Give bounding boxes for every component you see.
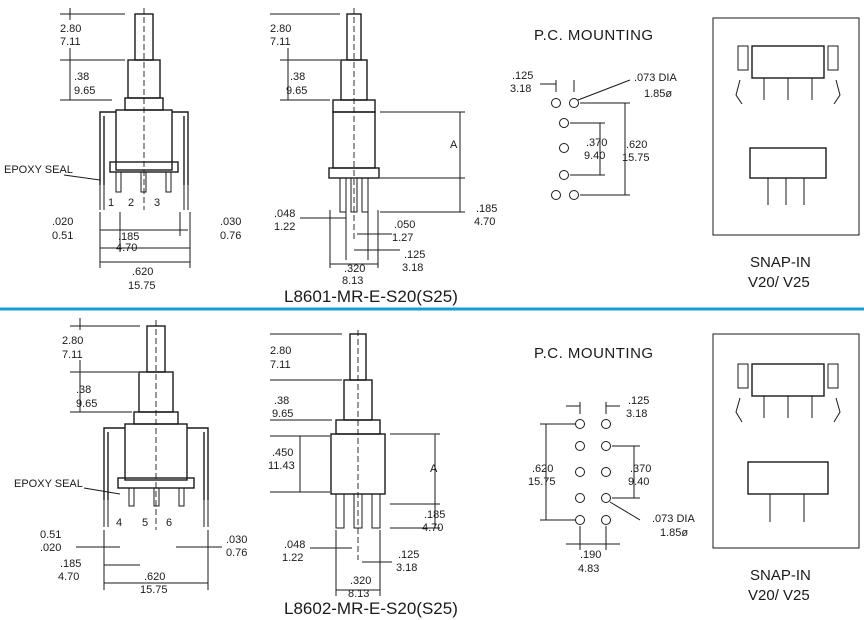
dim-lever-mm: 7.11 — [60, 36, 81, 48]
side-dim-gap-in: .050 — [394, 219, 415, 231]
side-dim-lever-in: 2.80 — [270, 23, 291, 35]
side-dim-a-label: A — [450, 139, 458, 151]
bottom-front-view: 2.80 7.11 .38 9.65 EPOXY SEAL 4 5 6 0.51… — [14, 318, 247, 596]
b-snap-in-label: SNAP-IN — [750, 567, 811, 584]
b-pc-dia-in: .073 DIA — [652, 513, 695, 525]
dim-bushing-mm: 9.65 — [74, 85, 95, 97]
pc-outer-mm: 15.75 — [622, 152, 650, 164]
snap-in-label: SNAP-IN — [750, 254, 811, 271]
dim-terminal-mm: 0.76 — [220, 230, 241, 242]
b-side-dim-body-mm: 11.43 — [268, 460, 295, 472]
b-side-dim-pin-mm: 4.70 — [422, 522, 443, 534]
b-side-dim-body-in: .450 — [272, 447, 293, 459]
b-pc-spacing-mm: 3.18 — [626, 408, 647, 420]
b-dim-bushing-mm: 9.65 — [76, 398, 97, 410]
side-dim-tab-mm: 1.22 — [274, 221, 295, 233]
b-pc-dia-mm: 1.85ø — [660, 527, 688, 539]
b-dim-bushing-in: .38 — [76, 384, 91, 396]
dim-lever-in: 2.80 — [60, 23, 81, 35]
b-epoxy-seal-label: EPOXY SEAL — [14, 478, 83, 490]
pc-spacing-in: .125 — [512, 70, 533, 82]
b-pc-outer-in: .620 — [532, 463, 553, 475]
dim-pin-width-in: .020 — [52, 216, 73, 228]
snap-in-variant: V20/ V25 — [748, 274, 810, 291]
dim-pin-pitch-in: .185 — [118, 231, 139, 243]
b-side-dim-width-mm: 8.13 — [348, 588, 369, 600]
side-dim-pitch-mm: 3.18 — [402, 262, 423, 274]
side-dim-width-in: .320 — [344, 263, 365, 275]
pin-label-3: 3 — [154, 197, 160, 209]
b-dim-lever-in: 2.80 — [62, 335, 83, 347]
epoxy-seal-label: EPOXY SEAL — [4, 164, 73, 176]
side-dim-lever-mm: 7.11 — [270, 36, 291, 48]
b-pin-label-5: 5 — [142, 517, 148, 529]
b-dim-terminal-in: .030 — [226, 534, 247, 546]
b-pin-label-4: 4 — [116, 517, 122, 529]
part-number-top: L8601-MR-E-S20(S25) — [284, 287, 458, 306]
b-dim-overall-in: .620 — [144, 571, 165, 583]
b-pc-bot-in: .190 — [580, 549, 601, 561]
b-pin-label-6: 6 — [166, 517, 172, 529]
b-side-dim-tab-mm: 1.22 — [282, 552, 303, 564]
pc-inner-mm: 9.40 — [584, 150, 605, 162]
b-side-dim-pitch-mm: 3.18 — [396, 562, 417, 574]
top-side-view: 2.80 7.11 .38 9.65 A .185 4.70 .048 1.22… — [270, 8, 497, 287]
b-pc-bot-mm: 4.83 — [578, 563, 599, 575]
side-dim-pin-mm: 4.70 — [474, 216, 495, 228]
top-section: 2.80 7.11 .38 9.65 EPOXY SEAL 1 2 3 .020… — [4, 8, 860, 306]
b-side-dim-width-in: .320 — [350, 575, 371, 587]
b-dim-pin-width-in: .020 — [40, 542, 61, 554]
b-dim-overall-mm: 15.75 — [140, 584, 168, 596]
dim-pin-width-mm: 0.51 — [52, 230, 73, 242]
pc-inner-in: .370 — [586, 137, 607, 149]
b-side-dim-tab-in: .048 — [284, 539, 305, 551]
b-dim-pin-pitch-in: .185 — [60, 558, 81, 570]
pin-label-1: 1 — [108, 197, 114, 209]
b-side-dim-pitch-in: .125 — [398, 549, 419, 561]
b-dim-pin-pitch-mm: 4.70 — [58, 571, 79, 583]
b-side-dim-a-label: A — [430, 463, 438, 475]
b-side-dim-bushing-mm: 9.65 — [272, 408, 293, 420]
b-dim-lever-mm: 7.11 — [62, 349, 83, 361]
side-dim-bushing-mm: 9.65 — [286, 85, 307, 97]
b-snap-in-variant: V20/ V25 — [748, 587, 810, 604]
dim-overall-mm: 15.75 — [128, 280, 156, 292]
pc-dia-in: .073 DIA — [634, 72, 677, 84]
b-pc-inner-in: .370 — [630, 463, 651, 475]
b-pc-outer-mm: 15.75 — [528, 476, 556, 488]
b-dim-terminal-mm: 0.76 — [226, 547, 247, 559]
b-pc-inner-mm: 9.40 — [628, 476, 649, 488]
part-number-bottom: L8602-MR-E-S20(S25) — [284, 599, 458, 618]
pc-spacing-mm: 3.18 — [510, 83, 531, 95]
side-dim-pitch-in: .125 — [404, 249, 425, 261]
side-dim-pin-in: .185 — [476, 203, 497, 215]
pin-label-2: 2 — [128, 197, 134, 209]
dim-pin-pitch-mm: 4.70 — [116, 242, 137, 254]
bottom-snap-in: SNAP-IN V20/ V25 — [712, 333, 860, 604]
b-pc-spacing-in: .125 — [628, 395, 649, 407]
dim-overall-in: .620 — [132, 266, 153, 278]
dim-terminal-in: .030 — [220, 216, 241, 228]
bottom-pc-mounting: P.C. MOUNTING .125 3 — [528, 345, 695, 575]
bottom-side-view: 2.80 7.11 .38 9.65 .450 11.43 A .185 4.7… — [268, 330, 445, 600]
b-pc-mounting-title: P.C. MOUNTING — [534, 345, 654, 362]
top-pc-mounting: P.C. MOUNTING .125 3.18 .073 DIA 1.85ø .… — [510, 27, 677, 200]
bottom-section: 2.80 7.11 .38 9.65 EPOXY SEAL 4 5 6 0.51… — [14, 318, 860, 618]
pc-outer-in: .620 — [626, 139, 647, 151]
b-side-dim-lever-in: 2.80 — [270, 345, 291, 357]
side-dim-tab-in: .048 — [274, 208, 295, 220]
side-dim-width-mm: 8.13 — [342, 275, 363, 287]
top-snap-in: SNAP-IN V20/ V25 — [712, 17, 860, 291]
b-side-dim-lever-mm: 7.11 — [270, 359, 291, 371]
b-side-dim-bushing-in: .38 — [274, 395, 289, 407]
b-dim-pin-width-mm: 0.51 — [40, 529, 61, 541]
pc-dia-mm: 1.85ø — [644, 88, 672, 100]
dim-bushing-in: .38 — [74, 71, 89, 83]
pc-mounting-title: P.C. MOUNTING — [534, 27, 654, 44]
side-dim-bushing-in: .38 — [290, 71, 305, 83]
b-side-dim-pin-in: .185 — [424, 509, 445, 521]
top-front-view: 2.80 7.11 .38 9.65 EPOXY SEAL 1 2 3 .020… — [4, 8, 241, 292]
side-dim-gap-mm: 1.27 — [392, 232, 413, 244]
